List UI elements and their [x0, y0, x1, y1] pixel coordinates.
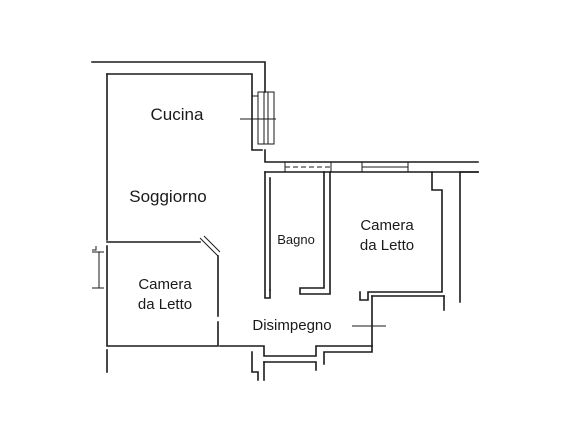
label-bathroom: Bagno: [277, 232, 315, 247]
label-bedroom-right-line1: Camera: [360, 217, 414, 234]
label-bedroom-right-line2: da Letto: [360, 237, 414, 254]
wall-bedroom-right: [323, 171, 445, 365]
wall-exterior-right: [459, 171, 479, 303]
top-windows: [284, 161, 409, 173]
label-living-room: Soggiorno: [129, 187, 207, 206]
kitchen-window: [240, 91, 276, 145]
wall-bedroom-left: [92, 235, 221, 373]
label-kitchen: Cucina: [151, 105, 204, 124]
label-bedroom-left-line2: da Letto: [138, 296, 192, 313]
wall-kitchen-living: [91, 61, 479, 241]
wall-bathroom: [264, 171, 331, 299]
label-bedroom-left-line1: Camera: [138, 276, 192, 293]
label-hallway: Disimpegno: [252, 317, 331, 334]
wall-hallway: [219, 345, 373, 381]
